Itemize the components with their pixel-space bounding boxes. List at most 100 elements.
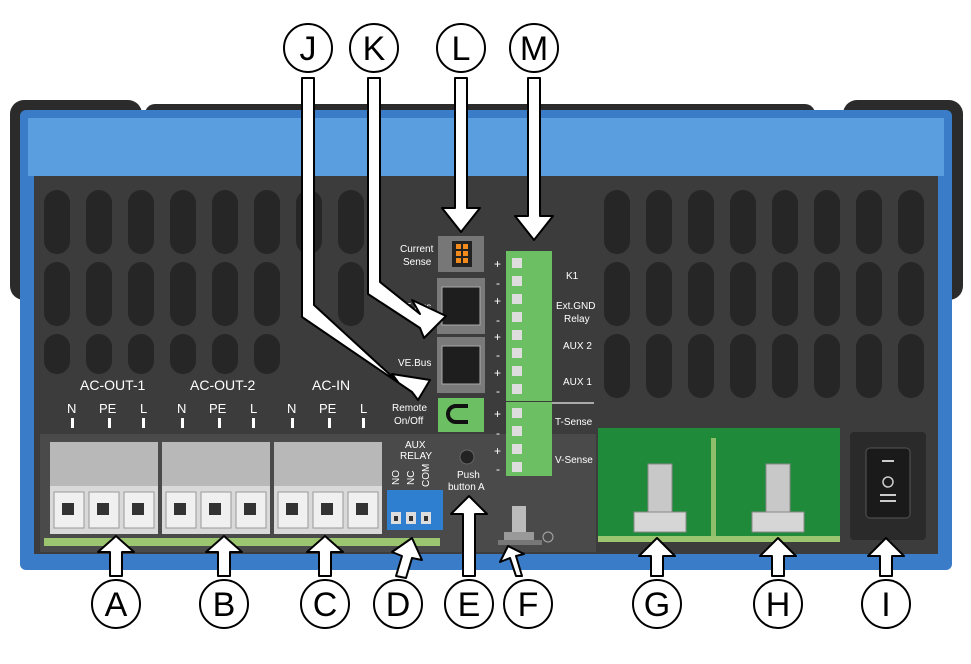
- pin-label: PE: [99, 401, 117, 416]
- vebus-port-2-socket: [441, 345, 481, 385]
- sign: -: [496, 276, 500, 290]
- sign: -: [496, 348, 500, 362]
- vent-slots-right: [604, 190, 924, 398]
- pin-label: L: [360, 401, 367, 416]
- sign: +: [494, 330, 501, 344]
- current-sense-label: Sense: [403, 257, 432, 268]
- callout-letter-e: E: [458, 586, 481, 624]
- sign: -: [496, 462, 500, 476]
- callout-letter-f: F: [518, 586, 539, 624]
- terminal-block-ac-in: [274, 442, 382, 534]
- housing-top-stripe: [28, 118, 944, 176]
- aux2-label: AUX 2: [563, 341, 592, 352]
- push-button-label: Push: [457, 470, 480, 481]
- sign: +: [494, 366, 501, 380]
- callout-circle-g: [632, 579, 682, 629]
- callout-circle-c: [300, 579, 350, 629]
- vent-slots-left: [44, 190, 364, 374]
- extgnd-label: Ext.GND: [556, 301, 595, 312]
- signal-pin-signs: + - + - + - + - + - + -: [494, 257, 501, 476]
- remote-label: On/Off: [394, 416, 423, 427]
- power-switch[interactable]: [865, 447, 911, 519]
- callout-letters: J K L M A B C D E F G H I: [105, 30, 891, 624]
- remote-on-off-connector: [438, 398, 484, 432]
- push-button-a[interactable]: [459, 449, 475, 465]
- terminal-block-ac-out-1: [50, 442, 158, 534]
- pin-label: L: [250, 401, 257, 416]
- callout-letter-d: D: [386, 586, 411, 624]
- signal-terminal-block: [506, 251, 594, 476]
- pin-labels: N PE L N PE L N PE L: [67, 401, 367, 416]
- pin-label: L: [140, 401, 147, 416]
- pin-label: N: [287, 401, 296, 416]
- callout-circle-j: [283, 23, 333, 73]
- callout-letter-j: J: [300, 30, 317, 68]
- aux-pin-no: NO: [391, 470, 402, 485]
- extgnd-label: Relay: [564, 314, 590, 325]
- group-label-ac-out-1: AC-OUT-1: [80, 377, 146, 393]
- current-sense-label: Current: [400, 244, 434, 255]
- callout-letter-k: K: [363, 30, 386, 68]
- vsense-label: V-Sense: [555, 455, 593, 466]
- pin-label: PE: [319, 401, 337, 416]
- ground-stud: [498, 506, 554, 545]
- switch-mark: [880, 494, 896, 496]
- callout-letter-i: I: [881, 586, 890, 624]
- callout-letter-h: H: [766, 586, 791, 624]
- vebus-label-1: VE.Bus: [398, 302, 431, 313]
- push-button-label: button A: [448, 482, 485, 493]
- remote-label: Remote: [392, 403, 427, 414]
- callout-circle-f: [503, 579, 553, 629]
- callout-circle-b: [199, 579, 249, 629]
- aux-relay-terminal: [387, 490, 443, 530]
- switch-on-mark: [882, 460, 894, 462]
- switch-off-mark: [882, 476, 894, 488]
- dc-stud-positive: [751, 463, 805, 533]
- sign: +: [494, 444, 501, 458]
- vebus-label-2: VE.Bus: [398, 358, 431, 369]
- pcb-divider: [711, 438, 716, 538]
- callout-letter-g: G: [644, 586, 670, 624]
- aux-pin-com: COM: [421, 464, 432, 487]
- group-label-ac-out-2: AC-OUT-2: [190, 377, 256, 393]
- callout-letter-l: L: [452, 30, 471, 68]
- aux-pin-nc: NC: [406, 471, 417, 485]
- sign: -: [496, 384, 500, 398]
- group-label-ac-in: AC-IN: [312, 377, 350, 393]
- sign: +: [494, 407, 501, 421]
- current-sense-connector: [438, 236, 484, 272]
- k1-label: K1: [566, 271, 579, 282]
- pin-label: N: [177, 401, 186, 416]
- vebus-port-1-socket: [441, 286, 481, 326]
- callout-circle-m: [509, 23, 559, 73]
- callout-letter-m: M: [520, 30, 548, 68]
- callout-circle-i: [861, 579, 911, 629]
- pin-label: PE: [209, 401, 227, 416]
- aux-relay-label: RELAY: [400, 451, 432, 462]
- sign: +: [494, 294, 501, 308]
- sign: -: [496, 426, 500, 440]
- aux-relay-label: AUX: [405, 440, 426, 451]
- callout-circle-k: [349, 23, 399, 73]
- terminal-block-ac-out-2: [162, 442, 270, 534]
- callout-circles: [91, 23, 911, 629]
- sign: +: [494, 257, 501, 271]
- tsense-label: T-Sense: [555, 417, 593, 428]
- pin-label: N: [67, 401, 76, 416]
- callout-circle-d: [373, 579, 423, 629]
- callout-circle-a: [91, 579, 141, 629]
- callout-circle-h: [753, 579, 803, 629]
- pin-ticks: [71, 418, 365, 428]
- switch-mark: [880, 500, 896, 502]
- callout-letter-c: C: [313, 586, 338, 624]
- pcb-edge: [598, 536, 840, 542]
- callout-pointers: [97, 77, 905, 579]
- callout-circle-e: [444, 579, 494, 629]
- sign: -: [496, 313, 500, 327]
- terminal-rail: [44, 538, 440, 546]
- dc-stud-negative: [633, 463, 687, 533]
- aux1-label: AUX 1: [563, 377, 592, 388]
- callout-letter-b: B: [213, 586, 236, 624]
- callout-letter-a: A: [105, 586, 128, 624]
